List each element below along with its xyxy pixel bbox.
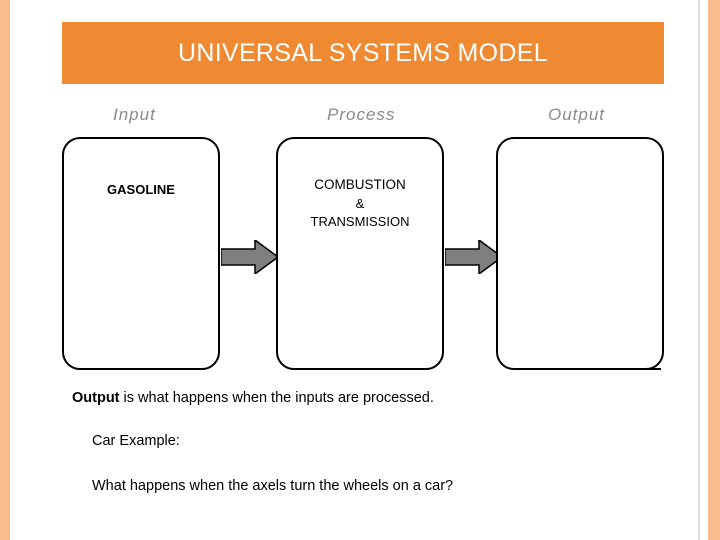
column-heading-input: Input (113, 105, 156, 124)
process-box: COMBUSTION & TRANSMISSION (276, 137, 444, 370)
process-box-label-line-3: TRANSMISSION (310, 214, 410, 230)
car-example-question: What happens when the axels turn the whe… (92, 478, 454, 494)
process-box-label-line-1: COMBUSTION (314, 177, 406, 192)
right-edge-bar (708, 0, 720, 540)
process-box-label-line-2: & (355, 195, 365, 211)
output-box (496, 137, 664, 370)
output-definition-text: Output is what happens when the inputs a… (72, 390, 434, 406)
car-example-label: Car Example: (92, 433, 180, 449)
arrow-process-to-output-icon (444, 238, 504, 279)
column-heading-process: Process (327, 105, 396, 124)
right-edge-separator (698, 0, 700, 540)
left-edge-bar-inner (10, 0, 13, 540)
left-edge-bar (0, 0, 10, 540)
arrow-input-to-process-icon (220, 238, 280, 279)
process-box-label: COMBUSTION & TRANSMISSION (278, 175, 442, 232)
input-box-label: GASOLINE (107, 182, 175, 197)
slide-title-banner: UNIVERSAL SYSTEMS MODEL (62, 22, 664, 84)
input-box: GASOLINE (62, 137, 220, 370)
right-edge-bar-inner (700, 0, 708, 540)
output-box-underline (601, 368, 661, 370)
output-definition-rest: is what happens when the inputs are proc… (119, 390, 434, 406)
column-heading-output: Output (548, 105, 606, 124)
output-definition-keyword: Output (72, 390, 120, 406)
page-title: UNIVERSAL SYSTEMS MODEL (178, 38, 548, 67)
